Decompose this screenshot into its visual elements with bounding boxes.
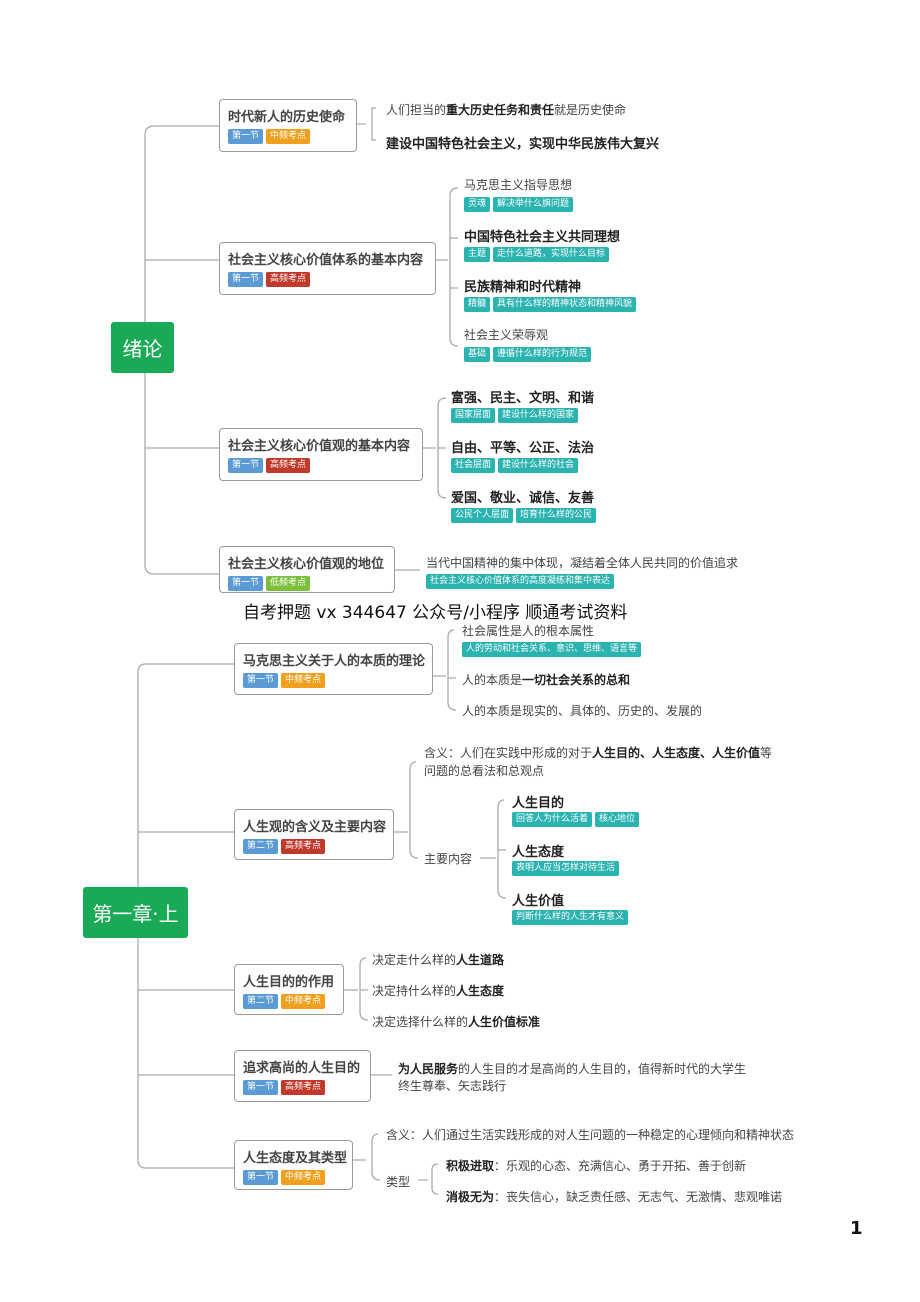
tag: 人的劳动和社会关系、意识、思维、语言等 <box>462 642 642 657</box>
section-tag: 第一节 <box>228 458 264 473</box>
tag: 回答人为什么活着 <box>512 812 593 827</box>
noble-purpose-text: 为人民服务的人生目的才是高尚的人生目的，值得新时代的大学生 <box>398 1062 747 1076</box>
outlook-item: 人生态度 <box>512 845 565 860</box>
node-title: 人生观的含义及主要内容 <box>243 820 387 835</box>
core-value-item: 自由、平等、公正、法治 <box>451 441 595 456</box>
value-system-item: 中国特色社会主义共同理想 <box>464 230 621 245</box>
section-tag: 第一节 <box>243 1170 279 1185</box>
noble-purpose-text-cont: 终生尊奉、矢志践行 <box>398 1079 507 1093</box>
tag: 精髓 <box>464 297 491 312</box>
tag: 社会层面 <box>451 458 496 473</box>
frequency-tag: 低频考点 <box>266 576 311 591</box>
attitude-type: 消极无为：丧失信心，缺乏责任感、无志气、无激情、悲观唯诺 <box>446 1190 783 1204</box>
purpose-role-item: 决定选择什么样的人生价值标准 <box>372 1015 541 1029</box>
tag: 公民个人层面 <box>451 508 514 523</box>
outlook-meaning: 含义：人们在实践中形成的对于人生目的、人生态度、人生价值等 <box>424 746 773 760</box>
tag: 主题 <box>464 247 491 262</box>
mission-content: 建设中国特色社会主义，实现中华民族伟大复兴 <box>386 137 660 152</box>
tag: 建设什么样的社会 <box>498 458 579 473</box>
value-system-item: 民族精神和时代精神 <box>464 280 582 295</box>
tag: 判断什么样的人生才有意义 <box>512 910 629 925</box>
node-title: 追求高尚的人生目的 <box>243 1061 361 1076</box>
tag: 灵魂 <box>464 197 491 212</box>
attitude-meaning: 含义：人们通过生活实践形成的对人生问题的一种稳定的心理倾向和精神状态 <box>386 1128 795 1142</box>
mission-definition: 人们担当的重大历史任务和责任就是历史使命 <box>386 103 627 117</box>
section-tag: 第一节 <box>228 576 264 591</box>
value-system-item: 社会主义荣辱观 <box>464 328 549 342</box>
frequency-tag: 中频考点 <box>281 994 326 1009</box>
outlook-meaning-cont: 问题的总看法和总观点 <box>424 764 545 778</box>
outlook-item: 人生价值 <box>512 894 565 909</box>
tag: 具有什么样的精神状态和精神风貌 <box>493 297 637 312</box>
page-number: 1 <box>850 1218 863 1239</box>
nature-item: 人的本质是现实的、具体的、历史的、发展的 <box>462 704 703 718</box>
tag: 解决举什么旗问题 <box>493 197 574 212</box>
purpose-role-item: 决定持什么样的人生态度 <box>372 984 505 998</box>
frequency-tag: 中频考点 <box>281 673 326 688</box>
frequency-tag: 高频考点 <box>266 458 311 473</box>
node-human-nature[interactable]: 马克思主义关于人的本质的理论 第一节中频考点 <box>234 643 433 695</box>
tag: 培育什么样的公民 <box>516 508 597 523</box>
watermark-text: 自考押题 vx 344647 公众号/小程序 顺通考试资料 <box>243 603 628 623</box>
nature-item: 社会属性是人的根本属性 <box>462 624 595 638</box>
node-historical-mission[interactable]: 时代新人的历史使命 第一节中频考点 <box>219 99 357 152</box>
frequency-tag: 高频考点 <box>281 839 326 854</box>
value-system-item: 马克思主义指导思想 <box>464 178 573 192</box>
node-title: 人生态度及其类型 <box>243 1151 348 1166</box>
purpose-role-item: 决定走什么样的人生道路 <box>372 953 505 967</box>
node-title: 人生目的的作用 <box>243 975 335 990</box>
frequency-tag: 中频考点 <box>266 129 311 144</box>
type-label: 类型 <box>386 1175 411 1189</box>
attitude-type: 积极进取：乐观的心态、充满信心、勇于开拓、善于创新 <box>446 1159 747 1173</box>
tag: 走什么道路，实现什么目标 <box>493 247 610 262</box>
root-chapter-1: 第一章·上 <box>83 887 188 938</box>
tag: 基础 <box>464 347 491 362</box>
section-tag: 第二节 <box>243 839 279 854</box>
section-tag: 第一节 <box>228 272 264 287</box>
core-value-item: 爱国、敬业、诚信、友善 <box>451 491 595 506</box>
node-core-values[interactable]: 社会主义核心价值观的基本内容 第一节高频考点 <box>219 428 423 481</box>
tag: 社会主义核心价值体系的高度凝练和集中表达 <box>426 574 615 589</box>
node-outlook-on-life[interactable]: 人生观的含义及主要内容 第二节高频考点 <box>234 809 394 860</box>
nature-item: 人的本质是一切社会关系的总和 <box>462 673 631 687</box>
node-core-value-system[interactable]: 社会主义核心价值体系的基本内容 第一节高频考点 <box>219 242 436 295</box>
node-title: 时代新人的历史使命 <box>228 110 346 125</box>
frequency-tag: 高频考点 <box>266 272 311 287</box>
node-title: 马克思主义关于人的本质的理论 <box>243 654 426 669</box>
core-value-item: 富强、民主、文明、和谐 <box>451 391 595 406</box>
node-title: 社会主义核心价值体系的基本内容 <box>228 253 424 268</box>
section-tag: 第一节 <box>243 673 279 688</box>
node-core-values-status[interactable]: 社会主义核心价值观的地位 第一节低频考点 <box>219 546 395 593</box>
section-tag: 第一节 <box>243 1080 279 1095</box>
node-noble-purpose[interactable]: 追求高尚的人生目的 第一节高频考点 <box>234 1050 371 1102</box>
node-life-purpose-role[interactable]: 人生目的的作用 第二节中频考点 <box>234 964 344 1015</box>
section-tag: 第二节 <box>243 994 279 1009</box>
node-title: 社会主义核心价值观的地位 <box>228 557 385 572</box>
node-life-attitude[interactable]: 人生态度及其类型 第一节中频考点 <box>234 1140 353 1190</box>
outlook-item: 人生目的 <box>512 796 565 811</box>
frequency-tag: 中频考点 <box>281 1170 326 1185</box>
main-content-label: 主要内容 <box>424 852 473 866</box>
tag: 国家层面 <box>451 408 496 423</box>
tag: 建设什么样的国家 <box>498 408 579 423</box>
section-tag: 第一节 <box>228 129 264 144</box>
tag: 遵循什么样的行为规范 <box>493 347 592 362</box>
tag: 表明人应当怎样对待生活 <box>512 861 620 876</box>
status-text: 当代中国精神的集中体现，凝结着全体人民共同的价值追求 <box>426 556 739 570</box>
node-title: 社会主义核心价值观的基本内容 <box>228 439 411 454</box>
root-intro: 绪论 <box>111 322 174 373</box>
frequency-tag: 高频考点 <box>281 1080 326 1095</box>
tag: 核心地位 <box>595 812 640 827</box>
